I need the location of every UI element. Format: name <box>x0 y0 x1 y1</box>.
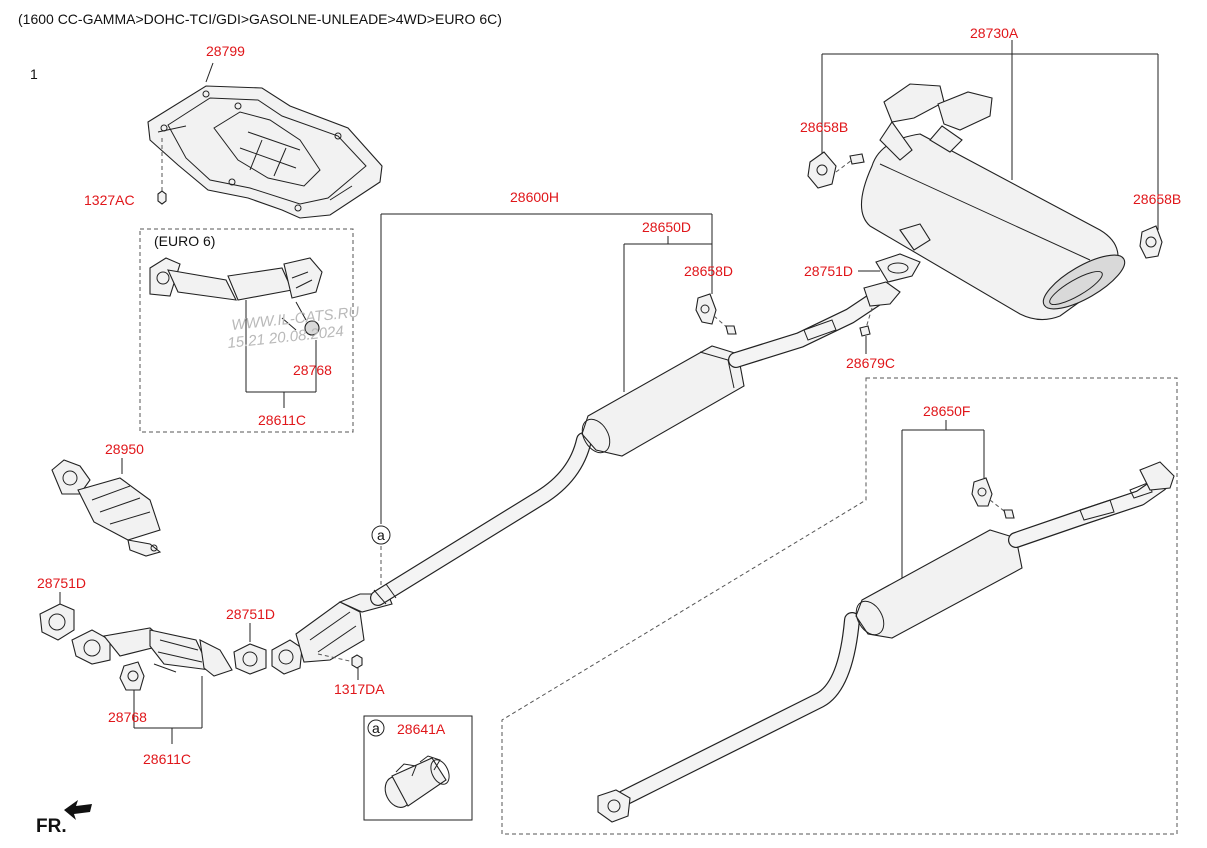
label-28658b-right: 28658B <box>1133 191 1181 207</box>
label-euro-28768: 28768 <box>293 362 332 378</box>
front-arrow-icon <box>64 800 92 820</box>
catalytic-28950-drawing <box>51 459 162 557</box>
euro6-catalytic-drawing <box>149 257 323 336</box>
leader-28799 <box>205 62 214 83</box>
clamp-box <box>363 715 473 821</box>
clamp-ref-letter: a <box>372 720 380 736</box>
label-28611c: 28611C <box>143 751 191 767</box>
euro6-box <box>139 228 354 433</box>
label-28768: 28768 <box>108 709 147 725</box>
front-catalytic-drawing <box>271 593 393 675</box>
label-28658b-left: 28658B <box>800 119 848 135</box>
label-28751d-mid: 28751D <box>226 606 275 622</box>
gasket-left-drawing <box>39 603 75 641</box>
label-28600h: 28600H <box>510 189 559 205</box>
label-28799: 28799 <box>206 43 245 59</box>
label-1317da: 1317DA <box>334 681 385 697</box>
label-28950: 28950 <box>105 441 144 457</box>
label-28679c: 28679C <box>846 355 895 371</box>
euro6-title: (EURO 6) <box>154 233 215 249</box>
clamp-28641a-drawing <box>384 755 450 808</box>
leader-28679c-dash <box>865 307 873 329</box>
page-number: 1 <box>30 66 38 82</box>
label-28650d: 28650D <box>642 219 691 235</box>
label-28650f: 28650F <box>923 403 970 419</box>
gasket-mid-drawing <box>233 643 267 675</box>
center-pipe-drawing <box>370 281 901 606</box>
label-1327ac: 1327AC <box>84 192 135 208</box>
clamp-ref-circle <box>367 719 385 737</box>
gasket-upper-drawing <box>875 253 921 283</box>
ref-letter-a: a <box>377 527 385 543</box>
label-28730a: 28730A <box>970 25 1019 41</box>
leader-1317da-dash <box>317 653 355 663</box>
label-28641a: 28641A <box>397 721 446 737</box>
heat-protector-drawing <box>147 85 383 219</box>
hanger-28658b-right-drawing <box>1139 225 1163 259</box>
ref-circle-a <box>371 525 391 545</box>
alt-muffler-drawing <box>597 461 1175 823</box>
label-28658d: 28658D <box>684 263 733 279</box>
label-28751d-left: 28751D <box>37 575 86 591</box>
alt-region-dashed <box>501 377 1178 835</box>
nut-1317da-drawing <box>351 654 363 669</box>
hanger-28658d-drawing <box>695 293 737 335</box>
nut-1327ac-drawing <box>157 190 167 205</box>
hanger-28658b-left-drawing <box>807 151 865 189</box>
catalytic-28611c-drawing <box>71 627 233 691</box>
front-marker-label: FR. <box>36 816 67 837</box>
rear-muffler-drawing <box>860 83 1126 321</box>
label-euro-28611c: 28611C <box>258 412 306 428</box>
header-spec: (1600 CC-GAMMA>DOHC-TCI/GDI>GASOLNE-UNLE… <box>18 11 502 27</box>
bolt-28679c-drawing <box>859 325 871 337</box>
label-28751d-upper: 28751D <box>804 263 853 279</box>
